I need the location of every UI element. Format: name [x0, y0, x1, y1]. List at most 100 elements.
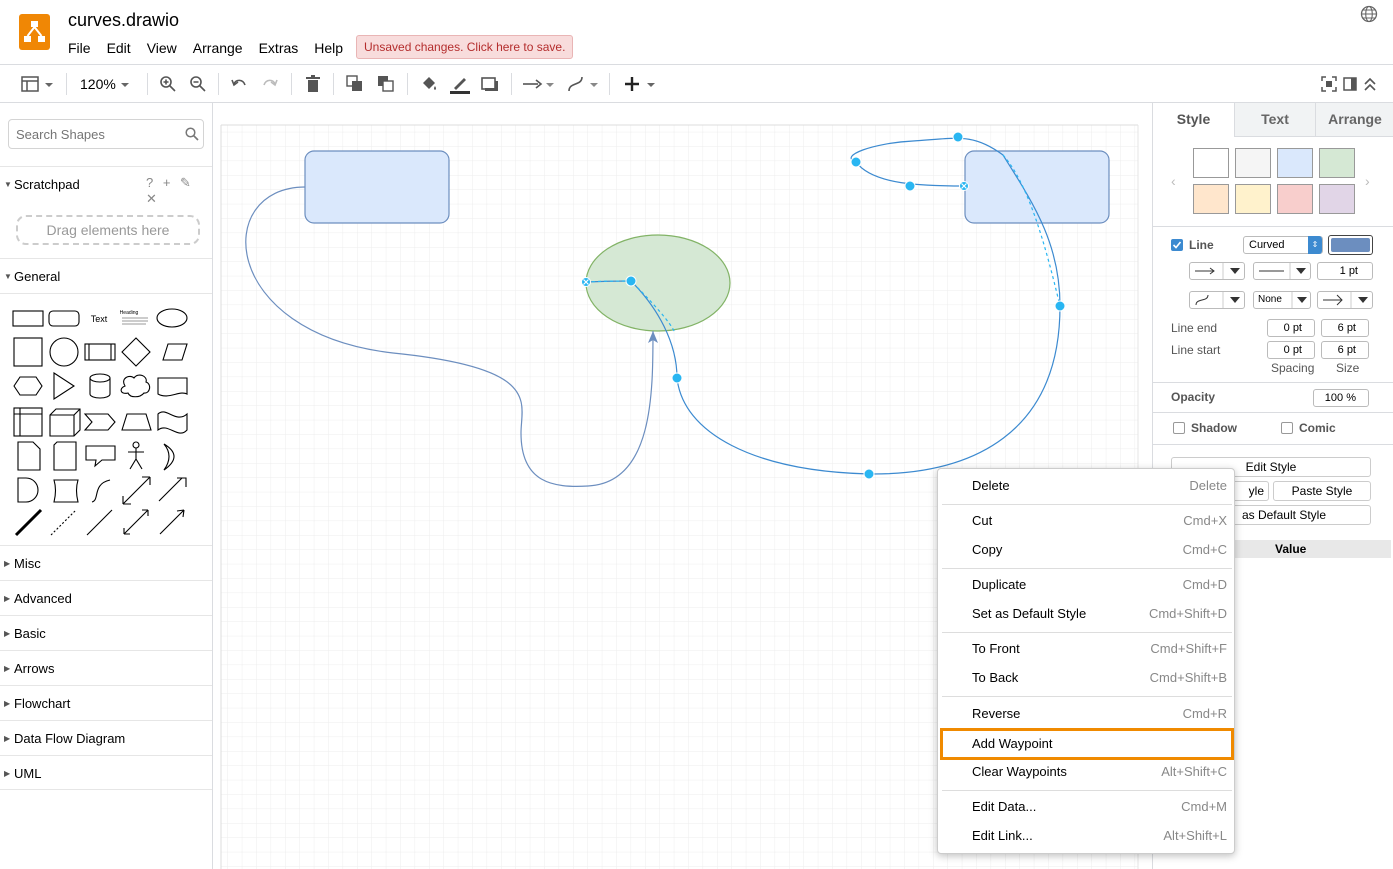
diamond-shape[interactable]: [121, 337, 151, 367]
tab-text[interactable]: Text: [1234, 103, 1315, 137]
section-arrows[interactable]: ▶Arrows: [0, 650, 212, 685]
rectangle-shape[interactable]: [12, 310, 44, 327]
line-checkbox[interactable]: [1171, 239, 1183, 251]
fullscreen-icon[interactable]: [1321, 73, 1337, 95]
collapse-icon[interactable]: [1363, 73, 1377, 95]
delete-icon[interactable]: [305, 73, 321, 95]
menu-extras[interactable]: Extras: [258, 40, 299, 56]
menu-edit[interactable]: Edit: [106, 40, 131, 56]
scratchpad-actions[interactable]: ? + ✎ ✕: [146, 175, 194, 206]
section-data-flow-diagram[interactable]: ▶Data Flow Diagram: [0, 720, 212, 755]
waypoint-style-select[interactable]: [1189, 291, 1245, 309]
color-swatch-blue[interactable]: [1277, 148, 1313, 178]
swatch-prev-icon[interactable]: ‹: [1171, 173, 1176, 189]
document-title[interactable]: curves.drawio: [68, 10, 180, 30]
redo-icon[interactable]: [261, 73, 279, 95]
insert-icon[interactable]: [622, 73, 658, 95]
to-front-icon[interactable]: [346, 73, 364, 95]
color-swatch-orange[interactable]: [1193, 184, 1229, 214]
circle-shape[interactable]: [49, 337, 79, 367]
menu-file[interactable]: File: [68, 40, 91, 56]
line-end-size-input[interactable]: 6 pt: [1321, 319, 1369, 337]
menu-item-add-waypoint[interactable]: Add Waypoint: [972, 736, 1053, 751]
unsaved-changes-notice[interactable]: Unsaved changes. Click here to save.: [356, 35, 574, 59]
line-start-spacing-input[interactable]: 0 pt: [1267, 341, 1315, 359]
color-swatch-red[interactable]: [1277, 184, 1313, 214]
swatch-next-icon[interactable]: ›: [1365, 173, 1370, 189]
triangle-shape[interactable]: [53, 371, 76, 401]
zoom-out-icon[interactable]: [189, 73, 207, 95]
tab-arrange[interactable]: Arrange: [1315, 103, 1393, 137]
hexagon-shape[interactable]: [13, 376, 43, 396]
comic-checkbox[interactable]: [1281, 422, 1293, 434]
connection-icon[interactable]: [522, 73, 556, 95]
opacity-input[interactable]: 100 %: [1313, 389, 1369, 407]
heading-shape-label[interactable]: Heading: [120, 310, 139, 316]
shadow-icon[interactable]: [481, 73, 499, 95]
section-basic[interactable]: ▶Basic: [0, 615, 212, 650]
undo-icon[interactable]: [230, 73, 248, 95]
search-shapes-input[interactable]: [9, 120, 179, 148]
terminal-handles[interactable]: [581, 181, 969, 287]
line-pattern-select[interactable]: [1253, 262, 1311, 280]
waypoint-icon[interactable]: [566, 73, 600, 95]
selected-curved-connector[interactable]: [585, 137, 1061, 475]
color-swatch-purple[interactable]: [1319, 184, 1355, 214]
shadow-checkbox[interactable]: [1173, 422, 1185, 434]
paste-style-button[interactable]: Paste Style: [1273, 481, 1371, 501]
parallelogram-shape[interactable]: [162, 343, 188, 361]
search-icon[interactable]: [185, 127, 199, 146]
line-end-marker-select[interactable]: [1317, 291, 1373, 309]
line-style-select[interactable]: Curved ⇕: [1243, 236, 1323, 254]
ellipse-shape[interactable]: [156, 308, 188, 328]
format-panel-icon[interactable]: [1342, 73, 1358, 95]
square-shape[interactable]: [13, 337, 43, 367]
text-shape-label[interactable]: Text: [91, 314, 108, 324]
green-ellipse[interactable]: [585, 234, 731, 332]
color-swatch-green[interactable]: [1319, 148, 1355, 178]
line-width-input[interactable]: 1 pt: [1317, 262, 1373, 280]
menu-view[interactable]: View: [146, 40, 177, 56]
cloud-shape[interactable]: [120, 374, 151, 398]
language-globe-icon[interactable]: [1360, 5, 1378, 28]
line-end-spacing-input[interactable]: 0 pt: [1267, 319, 1315, 337]
menu-item-edit-data[interactable]: Edit Data...Cmd+M: [972, 799, 1227, 814]
fill-color-icon[interactable]: [420, 73, 438, 95]
process-shape[interactable]: [84, 343, 116, 361]
document-shape[interactable]: [157, 377, 188, 397]
blue-rectangle-left[interactable]: [304, 150, 450, 224]
menu-item-edit-link[interactable]: Edit Link...Alt+Shift+L: [972, 828, 1227, 843]
color-swatch-white[interactable]: [1193, 148, 1229, 178]
section-misc[interactable]: ▶Misc: [0, 545, 212, 580]
line-color-button[interactable]: [1328, 235, 1373, 255]
zoom-in-icon[interactable]: [159, 73, 177, 95]
rounded-rectangle-shape[interactable]: [48, 310, 80, 327]
to-back-icon[interactable]: [377, 73, 395, 95]
section-flowchart[interactable]: ▶Flowchart: [0, 685, 212, 720]
curved-connector-left[interactable]: [245, 186, 654, 487]
menu-help[interactable]: Help: [314, 40, 344, 56]
waypoint-handles[interactable]: [625, 131, 1066, 480]
section-general[interactable]: ▼ General: [0, 258, 212, 293]
section-uml[interactable]: ▶UML: [0, 755, 212, 790]
line-color-icon[interactable]: [450, 73, 470, 95]
tab-style[interactable]: Style: [1153, 103, 1234, 137]
section-advanced[interactable]: ▶Advanced: [0, 580, 212, 615]
scratchpad-dropzone[interactable]: Drag elements here: [16, 215, 200, 245]
menu-arrange[interactable]: Arrange: [192, 40, 243, 56]
line-start-marker-select[interactable]: None: [1253, 291, 1311, 309]
zoom-dropdown[interactable]: 120%: [80, 73, 132, 95]
color-swatch-yellow[interactable]: [1235, 184, 1271, 214]
section-scratchpad[interactable]: ▼ Scratchpad: [0, 166, 212, 201]
line-ends-select[interactable]: [1189, 262, 1245, 280]
panel-layout-icon[interactable]: [21, 73, 57, 95]
color-swatch-gray[interactable]: [1235, 148, 1271, 178]
